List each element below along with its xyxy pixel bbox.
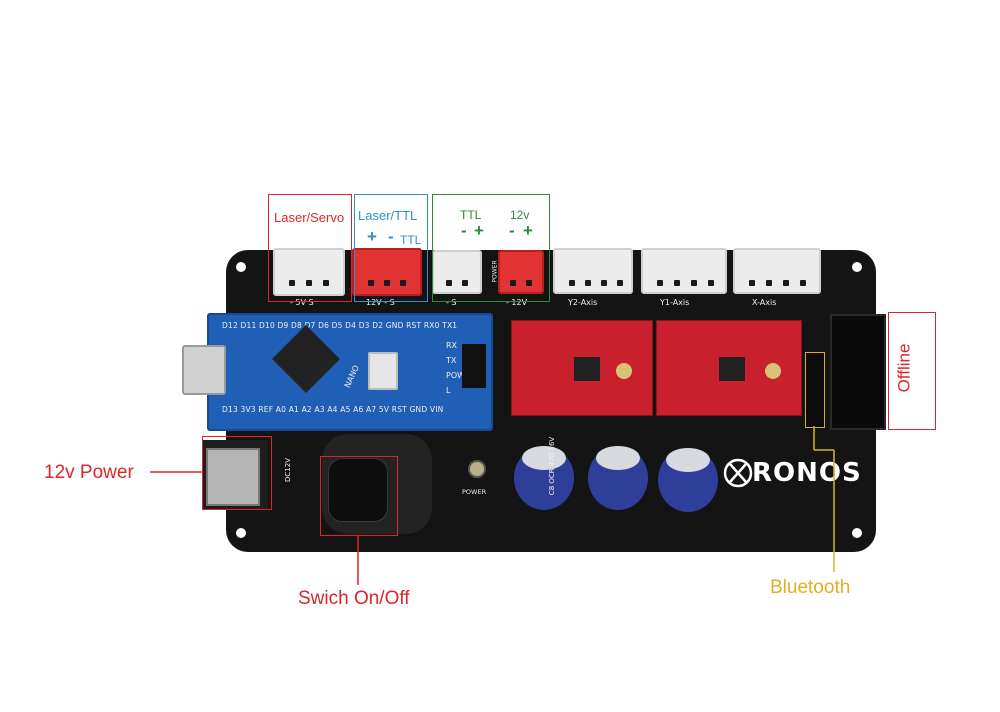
stepper-driver-1 xyxy=(511,320,653,416)
ttl-plus: + xyxy=(474,221,484,240)
brand-logo-text: RONOS xyxy=(752,458,862,488)
led-tx-label: TX xyxy=(446,356,457,365)
12v-power-label: 12v Power xyxy=(44,462,134,483)
mount-hole xyxy=(852,528,862,538)
silk-x-axis: X-Axis xyxy=(752,298,777,307)
bluetooth-header xyxy=(805,352,825,428)
silk-conn1: - 5V S xyxy=(290,298,314,307)
12v-power-leader xyxy=(150,471,202,473)
silk-conn4: - 12V xyxy=(506,298,528,307)
silk-y2-axis: Y2-Axis xyxy=(568,298,598,307)
brand-logo: RONOS xyxy=(722,456,862,490)
mount-hole xyxy=(852,262,862,272)
nano-bottom-pins: D13 3V3 REF A0 A1 A2 A3 A4 A5 A6 A7 5V R… xyxy=(222,405,444,414)
capacitors xyxy=(514,446,718,512)
offline-header xyxy=(830,314,886,430)
laser-servo-connector xyxy=(273,248,345,296)
power-switch xyxy=(322,434,432,534)
silk-y1-axis: Y1-Axis xyxy=(660,298,690,307)
nano-top-pins: D12 D11 D10 D9 D8 D7 D6 D5 D4 D3 D2 GND … xyxy=(222,321,458,330)
laser-ttl-ttl: TTL xyxy=(400,233,422,247)
led-pow-label: POW xyxy=(446,371,466,380)
12v-minus: - xyxy=(509,221,515,240)
y1-axis-connector xyxy=(641,248,727,294)
capacitor-2 xyxy=(588,446,648,510)
offline-box xyxy=(888,312,936,430)
bluetooth-leader xyxy=(813,426,835,572)
silk-conn3: - S xyxy=(446,298,457,307)
switch-leader xyxy=(357,535,359,585)
laser-ttl-plus: + xyxy=(367,227,377,246)
capacitor-3 xyxy=(658,448,718,512)
switch-box xyxy=(320,456,398,536)
x-axis-connector xyxy=(733,248,821,294)
laser-servo-box xyxy=(268,194,352,302)
silk-conn2: 12V - S xyxy=(366,298,395,307)
silk-power-led: POWER xyxy=(462,488,487,496)
laser-ttl-connector xyxy=(352,248,422,296)
brand-logo-mark xyxy=(723,458,753,488)
laser-ttl-minus: - xyxy=(388,227,394,246)
power-led xyxy=(468,460,486,478)
laser-servo-label: Laser/Servo xyxy=(274,210,345,225)
offline-label: Offline xyxy=(894,343,914,393)
bluetooth-label: Bluetooth xyxy=(770,577,851,598)
12v-plus: + xyxy=(523,221,533,240)
dc-power-jack xyxy=(202,440,268,510)
silk-dc12v: DC12V xyxy=(283,458,292,482)
stepper-driver-2 xyxy=(656,320,802,416)
led-rx-label: RX xyxy=(446,341,458,350)
ttl-minus: - xyxy=(461,221,467,240)
y2-axis-connector xyxy=(553,248,633,294)
mount-hole xyxy=(236,262,246,272)
led-l-label: L xyxy=(446,386,451,395)
laser-ttl-label: Laser/TTL xyxy=(358,208,418,223)
reset-button xyxy=(368,352,398,390)
ttl-connector xyxy=(432,250,482,294)
ttl-12v-box xyxy=(432,194,550,302)
mini-usb-port xyxy=(182,345,226,395)
12v-power-box xyxy=(202,436,272,510)
capacitor-1 xyxy=(514,446,574,510)
ttl-label: TTL xyxy=(460,208,482,222)
12v-connector xyxy=(498,250,544,294)
12v-label: 12v xyxy=(510,208,530,222)
mount-hole xyxy=(236,528,246,538)
icsp-header xyxy=(462,344,486,388)
capacitor-1-text: C8 OCR 470 16V xyxy=(548,436,557,496)
switch-label: Swich On/Off xyxy=(298,588,410,609)
laser-ttl-box xyxy=(354,194,428,302)
